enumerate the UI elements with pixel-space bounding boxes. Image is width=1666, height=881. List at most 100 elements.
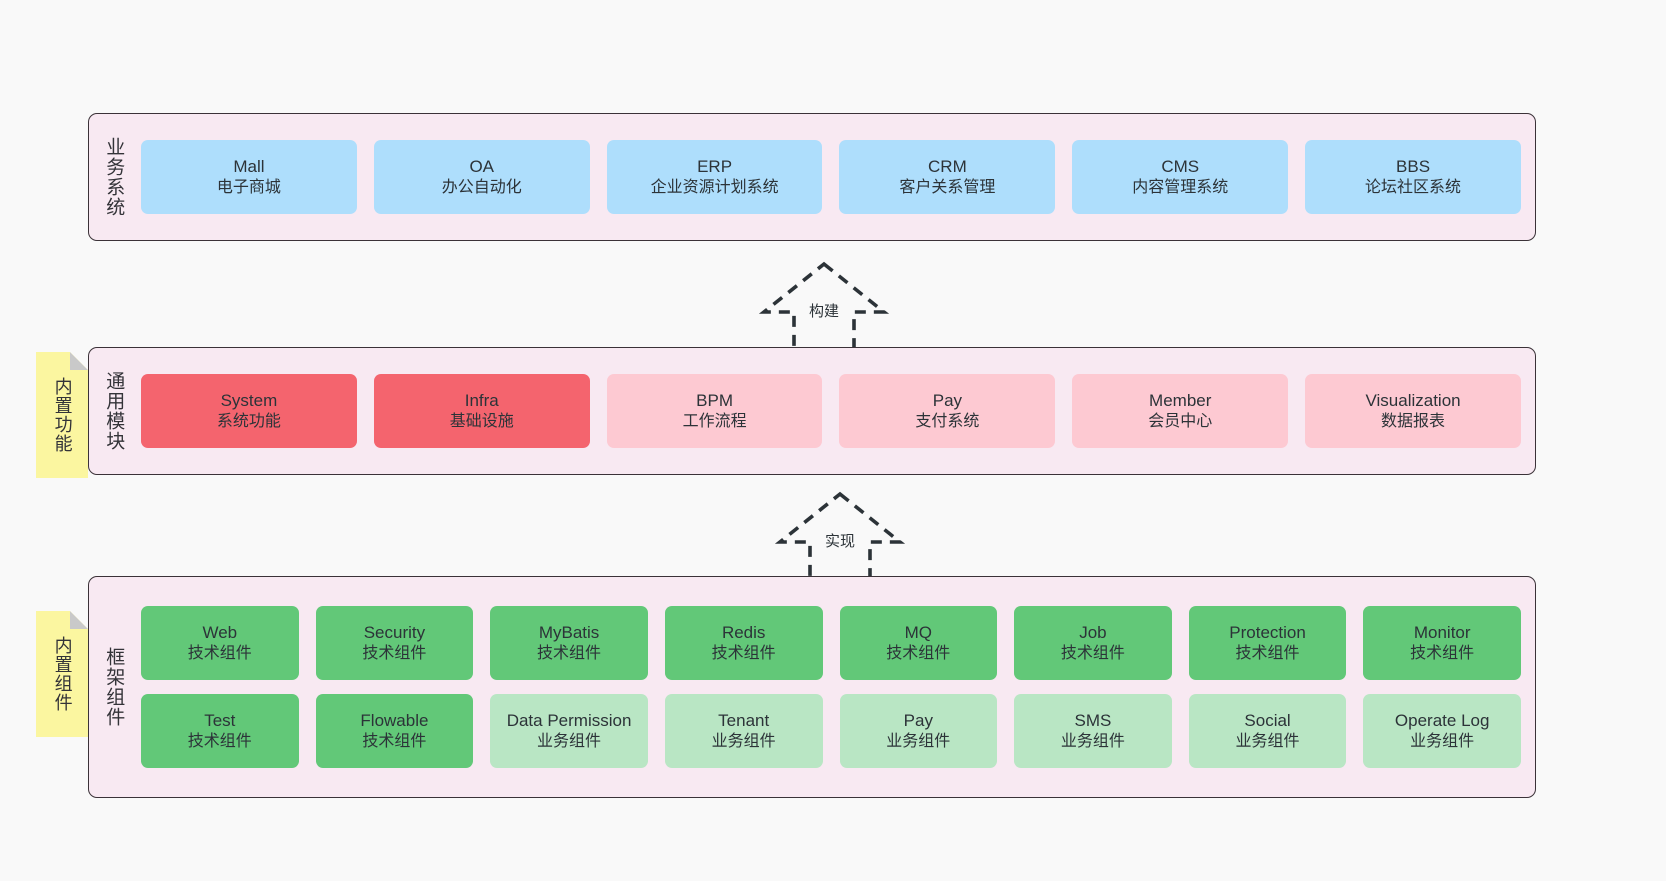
card-subtitle: 技术组件 [1235, 644, 1300, 662]
card-title: Monitor [1413, 622, 1471, 642]
card-title: Redis [721, 622, 766, 642]
business-card-bbs[interactable]: BBS 论坛社区系统 [1305, 140, 1521, 214]
card-subtitle: 支付系统 [915, 412, 980, 430]
business-card-cms[interactable]: CMS 内容管理系统 [1072, 140, 1289, 214]
module-card-system[interactable]: System 系统功能 [141, 374, 357, 448]
card-subtitle: 论坛社区系统 [1365, 178, 1462, 196]
card-title: System [220, 390, 278, 410]
card-subtitle: 技术组件 [362, 732, 427, 750]
card-title: OA [469, 156, 495, 176]
card-subtitle: 技术组件 [886, 644, 951, 662]
card-title: Flowable [360, 710, 429, 730]
connector-implement: 实现 [760, 488, 920, 583]
card-subtitle: 技术组件 [711, 644, 776, 662]
card-subtitle: 技术组件 [187, 732, 252, 750]
note-label: 内置组件 [52, 636, 73, 712]
common-card-row: System 系统功能 Infra 基础设施 BPM 工作流程 Pay 支付系统… [141, 374, 1521, 448]
layer-business-label: 业务系统 [103, 137, 125, 217]
card-title: Job [1079, 622, 1107, 642]
component-card-protection[interactable]: Protection 技术组件 [1188, 606, 1347, 680]
note-fold-corner [70, 611, 88, 629]
card-subtitle: 电子商城 [216, 178, 281, 196]
card-subtitle: 基础设施 [449, 412, 514, 430]
component-card-mybatis[interactable]: MyBatis 技术组件 [490, 606, 648, 680]
business-card-crm[interactable]: CRM 客户关系管理 [839, 140, 1056, 214]
card-title: Pay [932, 390, 963, 410]
layer-business-systems: 业务系统 Mall 电子商城 OA 办公自动化 ERP 企业资源计划系统 CRM… [88, 113, 1536, 241]
card-subtitle: 会员中心 [1148, 412, 1213, 430]
module-card-infra[interactable]: Infra 基础设施 [373, 374, 590, 448]
card-subtitle: 企业资源计划系统 [650, 178, 779, 196]
note-label: 内置功能 [52, 377, 73, 453]
card-subtitle: 内容管理系统 [1132, 178, 1229, 196]
connector-build: 构建 [744, 258, 904, 353]
module-card-visualization[interactable]: Visualization 数据报表 [1305, 374, 1521, 448]
card-subtitle: 业务组件 [537, 732, 602, 750]
component-card-tenant[interactable]: Tenant 业务组件 [664, 694, 823, 768]
card-subtitle: 数据报表 [1381, 412, 1446, 430]
card-title: Security [363, 622, 426, 642]
card-title: BPM [696, 390, 733, 410]
card-title: Operate Log [1394, 710, 1490, 730]
card-title: BBS [1396, 156, 1431, 176]
module-card-member[interactable]: Member 会员中心 [1072, 374, 1289, 448]
layer-common-modules: 通用模块 System 系统功能 Infra 基础设施 BPM 工作流程 Pay… [88, 347, 1536, 475]
component-card-redis[interactable]: Redis 技术组件 [664, 606, 823, 680]
business-card-erp[interactable]: ERP 企业资源计划系统 [606, 140, 823, 214]
card-title: Data Permission [506, 710, 632, 730]
note-builtin-features: 内置功能 [36, 352, 88, 478]
layer-common-label: 通用模块 [103, 371, 125, 451]
component-card-security[interactable]: Security 技术组件 [315, 606, 474, 680]
component-card-test[interactable]: Test 技术组件 [141, 694, 299, 768]
layer-framework-body: Web 技术组件 Security 技术组件 MyBatis 技术组件 Redi… [137, 577, 1535, 797]
card-title: Tenant [718, 710, 770, 730]
card-subtitle: 技术组件 [537, 644, 602, 662]
card-title: Member [1149, 390, 1212, 410]
card-title: CMS [1161, 156, 1200, 176]
card-subtitle: 系统功能 [216, 412, 281, 430]
card-title: Social [1244, 710, 1291, 730]
card-title: Pay [903, 710, 933, 730]
card-title: MyBatis [538, 622, 600, 642]
component-card-web[interactable]: Web 技术组件 [141, 606, 299, 680]
component-card-pay[interactable]: Pay 业务组件 [839, 694, 998, 768]
card-subtitle: 技术组件 [1410, 644, 1475, 662]
card-subtitle: 客户关系管理 [899, 178, 996, 196]
component-card-data-permission[interactable]: Data Permission 业务组件 [490, 694, 648, 768]
business-card-mall[interactable]: Mall 电子商城 [141, 140, 357, 214]
card-subtitle: 业务组件 [1235, 732, 1300, 750]
card-subtitle: 业务组件 [1060, 732, 1125, 750]
card-title: Web [202, 622, 238, 642]
framework-card-row-2: Test 技术组件 Flowable 技术组件 Data Permission … [141, 694, 1521, 768]
card-subtitle: 技术组件 [362, 644, 427, 662]
card-title: Mall [233, 156, 265, 176]
card-title: Protection [1229, 622, 1306, 642]
module-card-bpm[interactable]: BPM 工作流程 [606, 374, 823, 448]
module-card-pay[interactable]: Pay 支付系统 [839, 374, 1056, 448]
component-card-social[interactable]: Social 业务组件 [1188, 694, 1347, 768]
layer-framework-components: 框架组件 Web 技术组件 Security 技术组件 MyBatis 技术组件… [88, 576, 1536, 798]
card-subtitle: 业务组件 [886, 732, 951, 750]
layer-common-body: System 系统功能 Infra 基础设施 BPM 工作流程 Pay 支付系统… [137, 348, 1535, 474]
card-subtitle: 技术组件 [187, 644, 252, 662]
component-card-mq[interactable]: MQ 技术组件 [839, 606, 998, 680]
card-subtitle: 业务组件 [1410, 732, 1475, 750]
framework-card-row-1: Web 技术组件 Security 技术组件 MyBatis 技术组件 Redi… [141, 606, 1521, 680]
business-card-row: Mall 电子商城 OA 办公自动化 ERP 企业资源计划系统 CRM 客户关系… [141, 140, 1521, 214]
card-title: ERP [697, 156, 733, 176]
component-card-job[interactable]: Job 技术组件 [1014, 606, 1172, 680]
card-subtitle: 工作流程 [682, 412, 747, 430]
card-title: CRM [928, 156, 967, 176]
card-subtitle: 技术组件 [1060, 644, 1125, 662]
card-title: MQ [904, 622, 932, 642]
card-title: SMS [1074, 710, 1112, 730]
component-card-operate-log[interactable]: Operate Log 业务组件 [1363, 694, 1521, 768]
layer-business-body: Mall 电子商城 OA 办公自动化 ERP 企业资源计划系统 CRM 客户关系… [137, 114, 1535, 240]
business-card-oa[interactable]: OA 办公自动化 [373, 140, 590, 214]
connector-build-label: 构建 [808, 303, 840, 320]
component-card-sms[interactable]: SMS 业务组件 [1014, 694, 1172, 768]
layer-framework-label: 框架组件 [103, 647, 125, 727]
component-card-flowable[interactable]: Flowable 技术组件 [315, 694, 474, 768]
component-card-monitor[interactable]: Monitor 技术组件 [1363, 606, 1521, 680]
